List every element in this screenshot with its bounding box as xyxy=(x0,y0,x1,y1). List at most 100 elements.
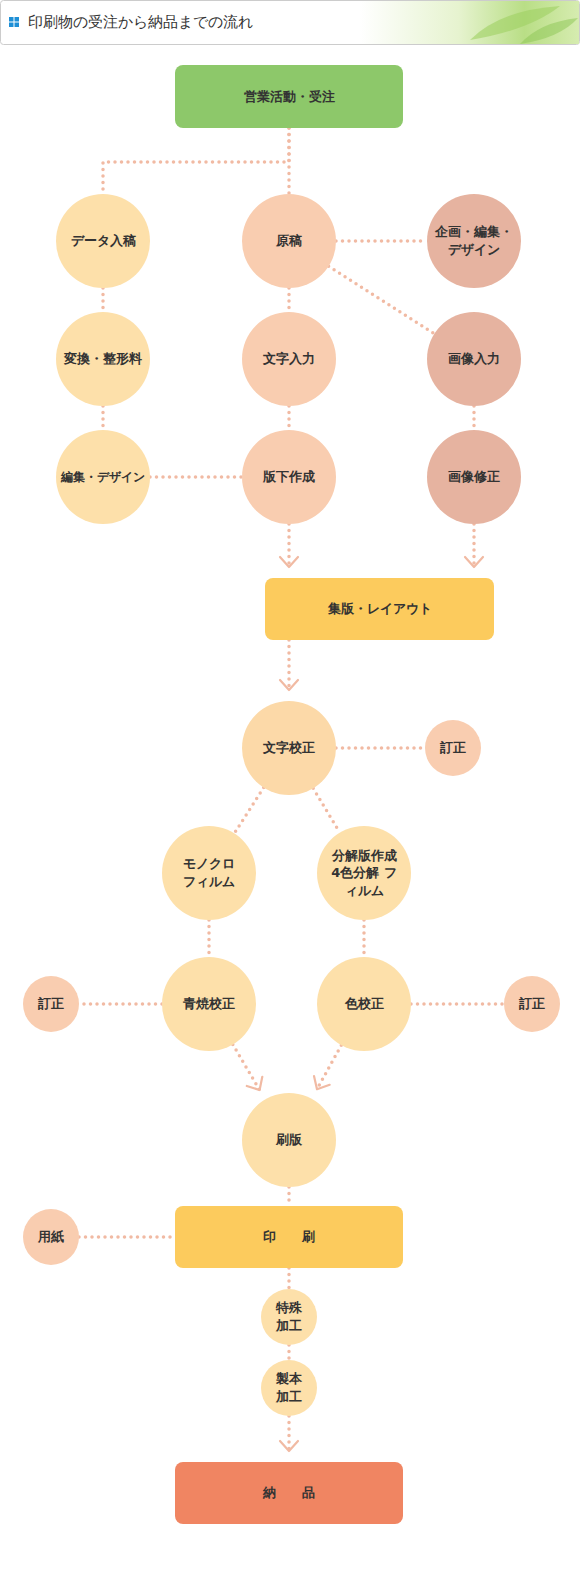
node-label: 納 品 xyxy=(263,1484,315,1502)
process-circle: 青焼校正 xyxy=(162,957,256,1051)
dotted-connector xyxy=(150,477,242,478)
process-circle: 企画・編集・デザイン xyxy=(427,194,521,288)
dotted-connector xyxy=(103,128,289,194)
process-circle: 特殊 加工 xyxy=(261,1289,317,1345)
node-label: データ入稿 xyxy=(71,232,136,250)
header-frame xyxy=(1,1,580,45)
dotted-connector xyxy=(280,1416,298,1451)
dotted-line xyxy=(287,1345,291,1360)
arrowhead xyxy=(280,557,298,567)
process-circle: 版下作成 xyxy=(242,430,336,524)
node-label: 青焼校正 xyxy=(183,995,235,1013)
dotted-line xyxy=(207,920,211,957)
title-icon xyxy=(9,17,14,22)
node-label: 変換・整形料 xyxy=(64,350,142,368)
dotted-connector xyxy=(289,288,290,312)
dotted-line xyxy=(287,1268,291,1289)
process-circle: 訂正 xyxy=(504,976,560,1032)
leaf-shape xyxy=(520,18,578,44)
dotted-connector xyxy=(233,1045,262,1091)
node-label: 訂正 xyxy=(38,995,64,1013)
process-circle: 訂正 xyxy=(425,720,481,776)
arrowhead xyxy=(280,680,298,690)
dotted-line xyxy=(313,788,340,832)
dotted-connector xyxy=(411,1004,504,1005)
diagram-title: 印刷物の受注から納品までの流れ xyxy=(28,11,253,33)
node-label: 原稿 xyxy=(276,232,302,250)
dotted-connector xyxy=(289,1187,290,1206)
node-label: 営業活動・受注 xyxy=(244,88,335,106)
dotted-connector xyxy=(234,788,263,834)
node-label: 版下作成 xyxy=(263,468,315,486)
process-circle: 刷版 xyxy=(242,1093,336,1187)
node-label: 訂正 xyxy=(440,739,466,757)
node-label: 集版・レイアウト xyxy=(328,600,432,618)
dotted-line xyxy=(101,406,105,430)
process-box: 印 刷 xyxy=(175,1206,403,1268)
process-circle: 文字入力 xyxy=(242,312,336,406)
dotted-connector xyxy=(289,406,290,430)
dotted-line xyxy=(79,1235,175,1239)
title-icon xyxy=(15,17,20,22)
dotted-connector xyxy=(280,640,298,690)
node-label: モノクロ フィルム xyxy=(179,855,239,890)
node-label: 分解版作成 4色分解 フィルム xyxy=(327,847,401,900)
dotted-line xyxy=(362,920,366,957)
process-circle: 文字校正 xyxy=(242,701,336,795)
node-label: 色校正 xyxy=(345,995,384,1013)
dotted-line xyxy=(233,1045,260,1091)
node-label: 印 刷 xyxy=(263,1228,315,1246)
arrowhead xyxy=(465,557,483,567)
dotted-line xyxy=(79,1002,162,1006)
node-label: 文字入力 xyxy=(263,350,315,368)
process-circle: 訂正 xyxy=(23,976,79,1032)
process-circle: 色校正 xyxy=(317,957,411,1051)
dotted-connector xyxy=(313,788,340,832)
arrowhead xyxy=(247,1077,262,1090)
node-label: 用紙 xyxy=(38,1228,64,1246)
node-label: 特殊 加工 xyxy=(274,1299,304,1334)
dotted-connector xyxy=(280,524,298,567)
process-box: 営業活動・受注 xyxy=(175,65,403,128)
dotted-line xyxy=(150,475,242,479)
node-label: 製本 加工 xyxy=(274,1370,304,1405)
dotted-line xyxy=(329,266,435,333)
dotted-line xyxy=(287,288,291,312)
process-circle: 変換・整形料 xyxy=(56,312,150,406)
dotted-line xyxy=(287,640,291,690)
dotted-line xyxy=(472,406,476,430)
dotted-line xyxy=(103,128,289,194)
process-circle: 製本 加工 xyxy=(261,1360,317,1416)
process-box: 納 品 xyxy=(175,1462,403,1524)
dotted-line xyxy=(287,128,291,194)
node-label: 画像修正 xyxy=(448,468,500,486)
node-label: 企画・編集・デザイン xyxy=(434,223,514,258)
arrowhead xyxy=(280,1441,298,1451)
dotted-connector xyxy=(289,1345,290,1360)
process-circle: 分解版作成 4色分解 フィルム xyxy=(317,826,411,920)
dotted-line xyxy=(287,1416,291,1451)
dotted-line xyxy=(287,524,291,567)
dotted-connector xyxy=(103,406,104,430)
node-label: 編集・デザイン xyxy=(61,469,145,485)
process-box: 集版・レイアウト xyxy=(265,578,494,640)
dotted-connector xyxy=(336,748,425,749)
node-label: 刷版 xyxy=(276,1131,302,1149)
dotted-line xyxy=(336,746,425,750)
process-circle: 画像入力 xyxy=(427,312,521,406)
dotted-connector xyxy=(289,1268,290,1289)
node-label: 訂正 xyxy=(519,995,545,1013)
title-icon xyxy=(15,23,20,28)
header-leaves xyxy=(360,1,579,44)
dotted-connector xyxy=(314,1045,341,1089)
dotted-connector xyxy=(364,920,365,957)
dotted-connector xyxy=(289,128,290,194)
dotted-line xyxy=(411,1002,504,1006)
dotted-connector xyxy=(79,1004,162,1005)
dotted-line xyxy=(472,524,476,567)
dotted-connector xyxy=(474,406,475,430)
dotted-connector xyxy=(336,241,427,242)
dotted-line xyxy=(234,788,263,834)
dotted-connector xyxy=(465,524,483,567)
dotted-connector xyxy=(103,288,104,312)
